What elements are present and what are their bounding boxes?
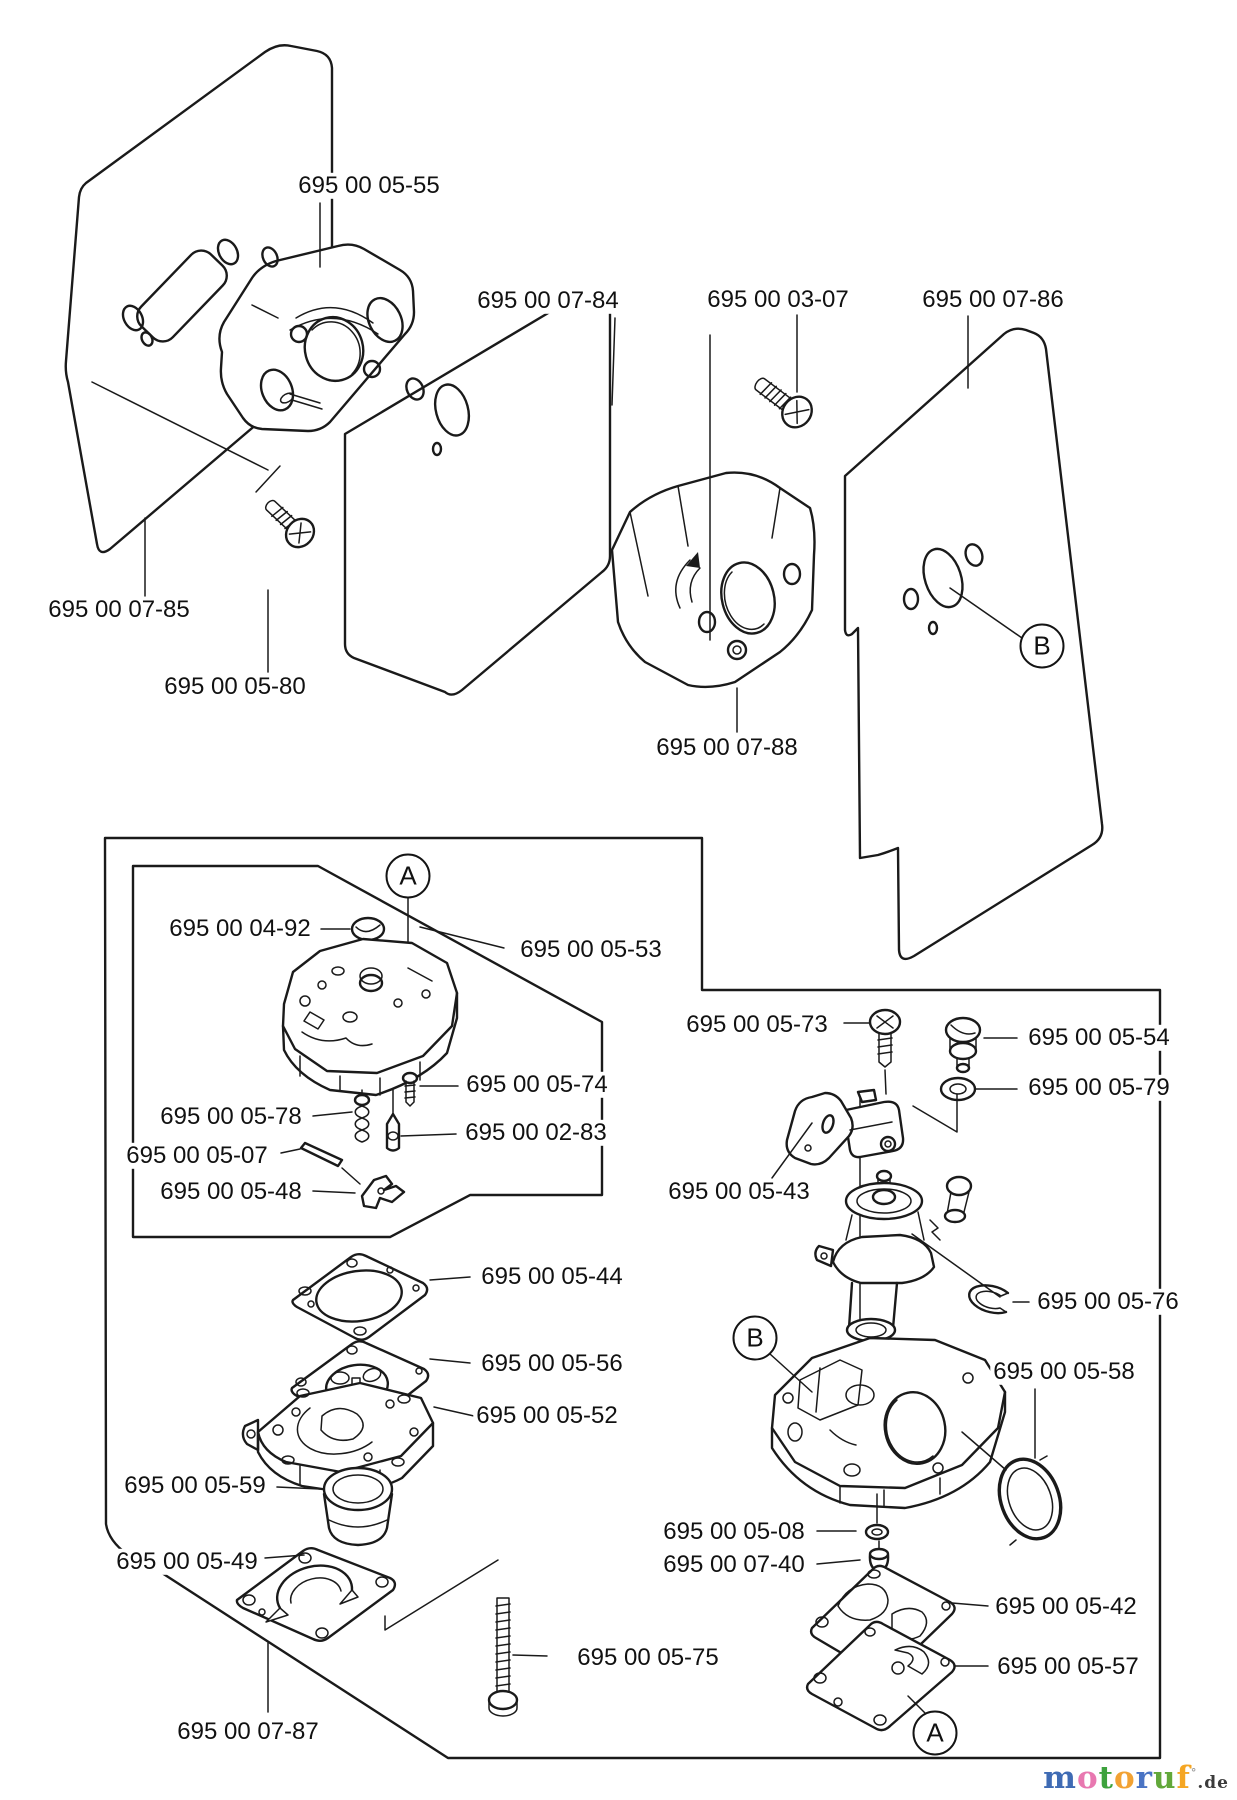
part-label-695-00-07-87: 695 00 07-87 xyxy=(174,1718,322,1746)
a-detail-leaders xyxy=(264,926,548,1713)
callout-a-bottom: A xyxy=(912,1710,958,1756)
needle-02-83 xyxy=(385,1089,401,1152)
gasket-plate-07-85 xyxy=(64,44,334,554)
callout-a-top: A xyxy=(385,853,431,899)
pump-diaphragm-05-57 xyxy=(805,1620,956,1732)
assembly-line xyxy=(912,1093,958,1133)
oring-05-58 xyxy=(997,1455,1063,1546)
part-label-695-00-05-54: 695 00 05-54 xyxy=(1025,1024,1173,1052)
part-label-695-00-05-52: 695 00 05-52 xyxy=(473,1402,621,1430)
part-label-695-00-03-07: 695 00 03-07 xyxy=(704,286,852,314)
right-leader-lines xyxy=(769,1022,1036,1715)
part-label-695-00-05-76: 695 00 05-76 xyxy=(1034,1288,1182,1316)
logo-letter: r xyxy=(1135,1760,1153,1796)
part-label-695-00-05-79: 695 00 05-79 xyxy=(1025,1074,1173,1102)
grommet-05-08 xyxy=(864,1523,890,1541)
part-label-695-00-07-40: 695 00 07-40 xyxy=(660,1551,808,1579)
part-label-695-00-05-44: 695 00 05-44 xyxy=(478,1263,626,1291)
part-label-695-00-05-43: 695 00 05-43 xyxy=(665,1178,813,1206)
logo-letter: f xyxy=(1176,1760,1191,1796)
assembly-line xyxy=(384,1559,499,1631)
cap-04-92 xyxy=(350,916,386,942)
logo-letter: o xyxy=(1113,1760,1136,1796)
motoruf-logo[interactable]: motoruf°.de xyxy=(1043,1760,1229,1796)
pin-05-07 xyxy=(299,1141,344,1168)
screw-05-73 xyxy=(868,1008,902,1095)
part-label-695-00-05-58: 695 00 05-58 xyxy=(990,1358,1138,1386)
logo-letter: m xyxy=(1043,1760,1077,1796)
callout-b-mid: B xyxy=(732,1315,778,1361)
carb-body-05-52 xyxy=(241,1381,435,1494)
idle-valve-05-54 xyxy=(944,1016,982,1074)
carb-flange-05-55 xyxy=(218,243,416,433)
part-label-695-00-05-07: 695 00 05-07 xyxy=(123,1142,271,1170)
part-label-695-00-05-75: 695 00 05-75 xyxy=(574,1644,722,1672)
throttle-bracket-05-43 xyxy=(785,1088,905,1166)
part-label-695-00-05-48: 695 00 05-48 xyxy=(157,1178,305,1206)
part-label-695-00-05-59: 695 00 05-59 xyxy=(121,1472,269,1500)
logo-suffix: .de xyxy=(1197,1773,1229,1793)
part-label-695-00-07-84: 695 00 07-84 xyxy=(474,287,622,315)
part-label-695-00-02-83: 695 00 02-83 xyxy=(462,1119,610,1147)
washer-05-79 xyxy=(939,1076,977,1102)
part-label-695-00-05-56: 695 00 05-56 xyxy=(478,1350,626,1378)
metering-lever-05-48 xyxy=(341,1167,406,1210)
pump-plate-05-49 xyxy=(235,1547,397,1642)
top-leader-lines xyxy=(144,202,1023,733)
part-label-695-00-07-85: 695 00 07-85 xyxy=(45,596,193,624)
spring-05-78 xyxy=(353,1089,371,1143)
part-label-695-00-05-49: 695 00 05-49 xyxy=(113,1548,261,1576)
logo-letter: t xyxy=(1098,1760,1114,1796)
screw-03-07 xyxy=(754,377,813,429)
logo-mark: ° xyxy=(1190,1766,1198,1780)
main-carb-body xyxy=(770,1336,1007,1510)
primer-cup-05-59 xyxy=(322,1466,394,1547)
part-label-695-00-05-57: 695 00 05-57 xyxy=(994,1653,1142,1681)
part-label-695-00-05-73: 695 00 05-73 xyxy=(683,1011,831,1039)
part-label-695-00-07-88: 695 00 07-88 xyxy=(653,734,801,762)
logo-letter: u xyxy=(1152,1760,1177,1796)
assembly-line xyxy=(91,381,269,471)
cup-07-40 xyxy=(868,1547,890,1573)
screw-05-75 xyxy=(487,1597,519,1717)
part-label-695-00-05-80: 695 00 05-80 xyxy=(161,673,309,701)
throttle-shaft-assembly xyxy=(814,1169,973,1343)
part-label-695-00-05-42: 695 00 05-42 xyxy=(992,1593,1140,1621)
logo-letter: o xyxy=(1076,1760,1099,1796)
part-label-695-00-05-55: 695 00 05-55 xyxy=(295,172,443,200)
metering-gasket-05-44 xyxy=(291,1253,429,1341)
screw-05-74 xyxy=(401,1071,419,1107)
intake-block-07-88 xyxy=(610,471,816,689)
callout-b-top: B xyxy=(1019,623,1065,669)
screw-05-80 xyxy=(264,499,316,549)
part-label-695-00-05-74: 695 00 05-74 xyxy=(463,1071,611,1099)
part-label-695-00-07-86: 695 00 07-86 xyxy=(919,286,1067,314)
part-label-695-00-05-78: 695 00 05-78 xyxy=(157,1103,305,1131)
part-label-695-00-05-53: 695 00 05-53 xyxy=(517,936,665,964)
part-label-695-00-05-08: 695 00 05-08 xyxy=(660,1518,808,1546)
pump-cover-assembly-05-53 xyxy=(281,897,459,1097)
part-label-695-00-04-92: 695 00 04-92 xyxy=(166,915,314,943)
air-filter-plate-07-86 xyxy=(843,327,1104,961)
